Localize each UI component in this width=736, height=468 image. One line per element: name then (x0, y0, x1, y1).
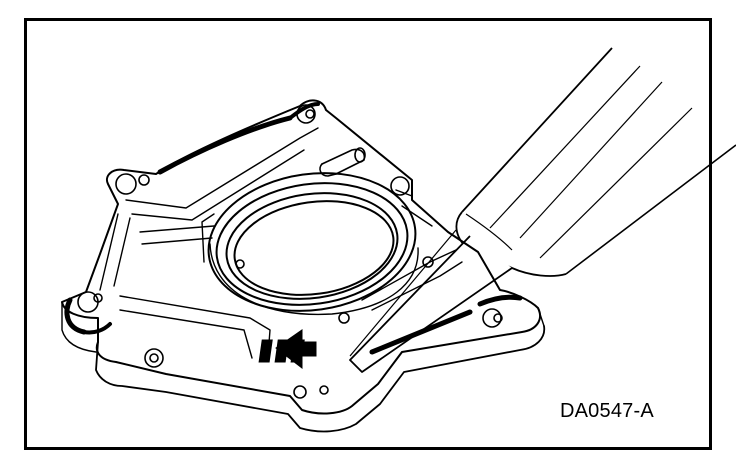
figure-id-label: DA0547-A (560, 400, 654, 422)
arrow-left-icon (258, 329, 317, 370)
retainer-plate (61, 99, 546, 433)
sealant-tube (349, 47, 736, 373)
figure-frame (24, 18, 712, 450)
sealant-bead (64, 102, 523, 355)
